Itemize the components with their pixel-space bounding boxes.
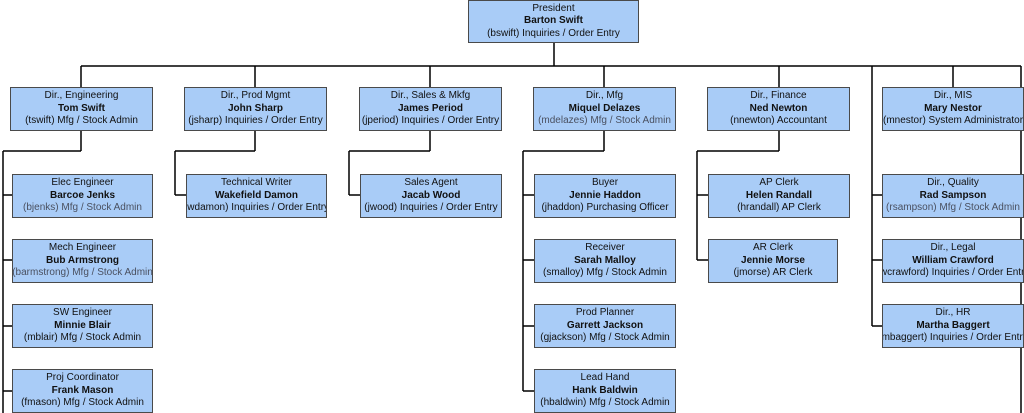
node-detail: (smalloy) Mfg / Stock Admin [543,267,667,279]
node-prod-planner[interactable]: Prod Planner Garrett Jackson (gjackson) … [534,304,676,348]
node-name: Miquel Delazes [568,102,641,114]
node-title: Dir., MIS [933,90,973,102]
node-receiver[interactable]: Receiver Sarah Malloy (smalloy) Mfg / St… [534,239,676,283]
node-title: Lead Hand [580,372,630,384]
node-title: Prod Planner [575,307,635,319]
node-title: Technical Writer [221,177,292,189]
node-ap-clerk[interactable]: AP Clerk Helen Randall (hrandall) AP Cle… [708,174,850,218]
node-mech-engineer[interactable]: Mech Engineer Bub Armstrong (barmstrong)… [12,239,153,283]
node-ar-clerk[interactable]: AR Clerk Jennie Morse (jmorse) AR Clerk [708,239,838,283]
node-title: Proj Coordinator [46,372,119,384]
node-detail: (fmason) Mfg / Stock Admin [21,397,144,409]
node-title: Dir., Sales & Mkfg [390,90,471,102]
node-sw-engineer[interactable]: SW Engineer Minnie Blair (mblair) Mfg / … [12,304,153,348]
node-detail: (jperiod) Inquiries / Order Entry [361,115,500,127]
node-title: Dir., Legal [930,242,976,254]
node-lead-hand[interactable]: Lead Hand Hank Baldwin (hbaldwin) Mfg / … [534,369,676,413]
node-name: John Sharp [227,102,283,114]
node-detail: (bjenks) Mfg / Stock Admin [23,202,142,214]
node-detail: (wdamon) Inquiries / Order Entry [186,202,327,214]
node-buyer[interactable]: Buyer Jennie Haddon (jhaddon) Purchasing… [534,174,676,218]
node-title: AR Clerk [752,242,793,254]
node-detail: (jwood) Inquiries / Order Entry [364,202,498,214]
node-dir-mfg[interactable]: Dir., Mfg Miquel Delazes (mdelazes) Mfg … [533,87,676,131]
node-detail: (rsampson) Mfg / Stock Admin [886,202,1020,214]
node-title: President [532,2,575,14]
node-name: Martha Baggert [916,319,990,331]
node-name: Mary Nestor [924,102,982,114]
node-detail: (hrandall) AP Clerk [737,202,821,214]
node-dir-sales[interactable]: Dir., Sales & Mkfg James Period (jperiod… [359,87,502,131]
node-name: James Period [397,102,464,114]
node-detail: (wcrawford) Inquiries / Order Entry [882,267,1024,279]
node-elec-engineer[interactable]: Elec Engineer Barcoe Jenks (bjenks) Mfg … [12,174,153,218]
node-name: William Crawford [912,254,994,266]
node-president[interactable]: President Barton Swift (bswift) Inquirie… [468,0,639,43]
node-name: Hank Baldwin [572,384,638,396]
node-name: Garrett Jackson [566,319,644,331]
node-title: Dir., Quality [927,177,979,189]
node-title: Dir., Engineering [44,90,119,102]
node-detail: (jsharp) Inquiries / Order Entry [188,115,323,127]
node-name: Ned Newton [749,102,808,114]
node-dir-engineering[interactable]: Dir., Engineering Tom Swift (tswift) Mfg… [10,87,153,131]
node-detail: (gjackson) Mfg / Stock Admin [540,332,670,344]
node-name: Rad Sampson [919,189,987,201]
node-dir-quality[interactable]: Dir., Quality Rad Sampson (rsampson) Mfg… [882,174,1024,218]
node-detail: (barmstrong) Mfg / Stock Admin [12,267,153,279]
node-detail: (nnewton) Accountant [730,115,827,127]
node-title: Dir., Finance [750,90,807,102]
node-name: Barton Swift [524,15,583,27]
node-detail: (mbaggert) Inquiries / Order Entry [882,332,1024,344]
node-detail: (tswift) Mfg / Stock Admin [25,115,138,127]
node-title: AP Clerk [759,177,799,189]
node-technical-writer[interactable]: Technical Writer Wakefield Damon (wdamon… [186,174,327,218]
node-title: Dir., HR [935,307,971,319]
node-detail: (bswift) Inquiries / Order Entry [487,27,620,39]
node-title: Mech Engineer [48,242,117,254]
node-title: Buyer [591,177,619,189]
node-detail: (mdelazes) Mfg / Stock Admin [538,115,671,127]
node-title: Receiver [585,242,625,254]
node-name: Tom Swift [57,102,106,114]
node-detail: (jhaddon) Purchasing Officer [541,202,669,214]
node-title: Elec Engineer [51,177,114,189]
node-name: Wakefield Damon [215,189,298,201]
node-title: Dir., Prod Mgmt [220,90,291,102]
node-title: SW Engineer [53,307,112,319]
node-name: Frank Mason [51,384,114,396]
node-detail: (hbaldwin) Mfg / Stock Admin [540,397,670,409]
node-name: Helen Randall [745,189,813,201]
node-name: Jennie Morse [741,254,805,266]
node-dir-finance[interactable]: Dir., Finance Ned Newton (nnewton) Accou… [707,87,850,131]
node-name: Bub Armstrong [46,254,119,266]
node-title: Dir., Mfg [585,90,624,102]
node-dir-mis[interactable]: Dir., MIS Mary Nestor (mnestor) System A… [882,87,1024,131]
node-sales-agent[interactable]: Sales Agent Jacab Wood (jwood) Inquiries… [360,174,502,218]
node-dir-hr[interactable]: Dir., HR Martha Baggert (mbaggert) Inqui… [882,304,1024,348]
node-name: Jacab Wood [401,189,461,201]
node-detail: (mblair) Mfg / Stock Admin [23,332,142,344]
node-title: Sales Agent [404,177,458,189]
node-name: Sarah Malloy [574,254,636,266]
node-proj-coordinator[interactable]: Proj Coordinator Frank Mason (fmason) Mf… [12,369,153,413]
node-name: Jennie Haddon [569,189,641,201]
node-dir-legal[interactable]: Dir., Legal William Crawford (wcrawford)… [882,239,1024,283]
node-name: Minnie Blair [54,319,111,331]
node-detail: (jmorse) AR Clerk [733,267,813,279]
node-detail: (mnestor) System Administrator [882,115,1024,127]
node-dir-prod-mgmt[interactable]: Dir., Prod Mgmt John Sharp (jsharp) Inqu… [184,87,327,131]
node-name: Barcoe Jenks [49,189,116,201]
